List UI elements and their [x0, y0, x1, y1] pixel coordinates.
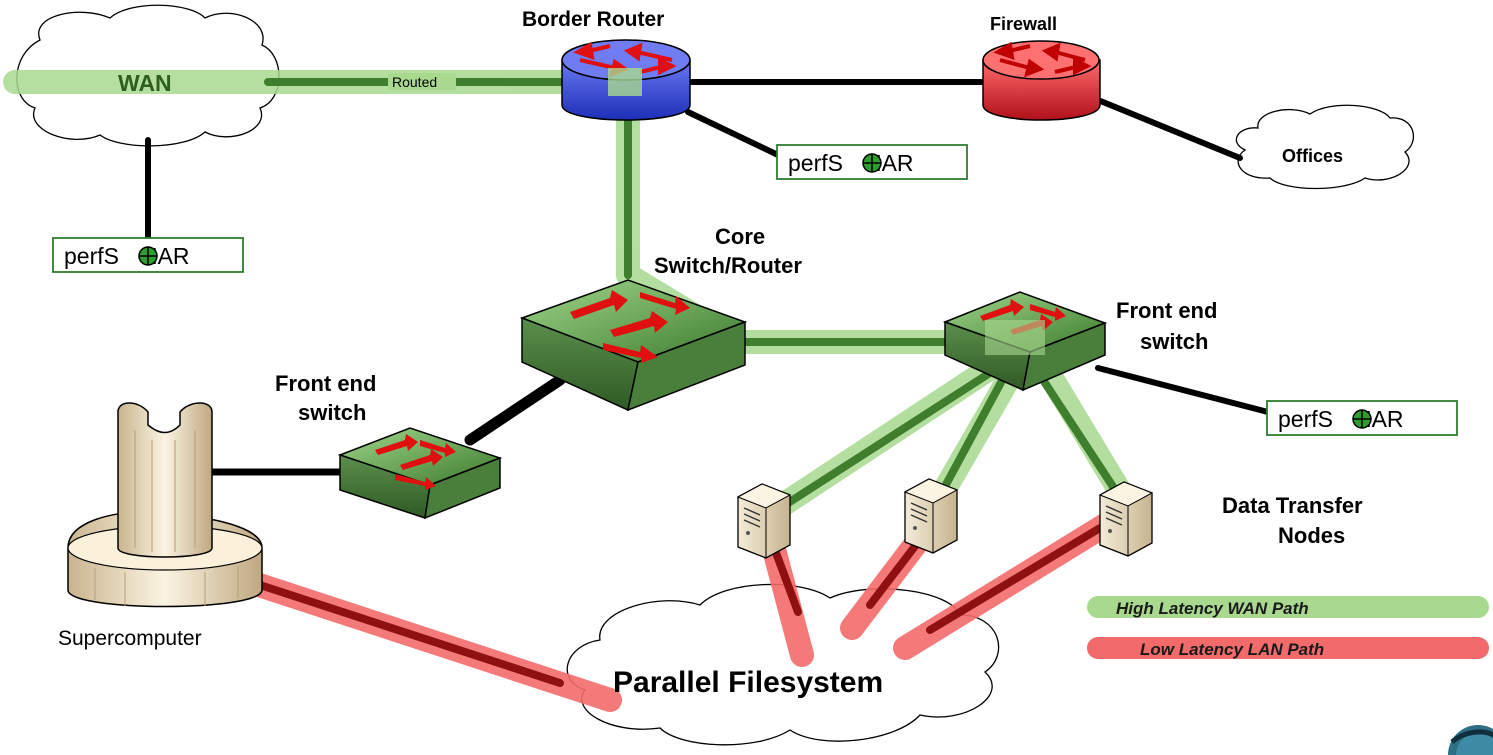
parallel-filesystem-label: Parallel Filesystem	[613, 666, 883, 699]
partial-logo	[1448, 725, 1493, 755]
dtn-server-2	[903, 478, 959, 554]
front-end-right-label-line2: switch	[1140, 329, 1208, 354]
front-end-switch-right	[942, 291, 1108, 392]
border-router	[561, 39, 691, 121]
front-end-left-label-line1: Front end	[275, 371, 376, 396]
perfsonar-crosshair-icon	[1352, 409, 1372, 429]
dtn-server-3	[1098, 481, 1154, 557]
router-arrows-icon	[573, 41, 677, 78]
parallel-filesystem-cloud	[566, 583, 1000, 746]
legend-lan-path: Low Latency LAN Path	[1087, 637, 1489, 659]
svg-text:High Latency WAN Path: High Latency WAN Path	[1116, 599, 1309, 618]
wan-label: WAN	[118, 70, 172, 96]
black-links	[145, 79, 1271, 476]
switch-arrows-icon	[570, 290, 690, 363]
dtn-server-1	[736, 483, 792, 559]
switch-arrows-icon	[375, 434, 456, 490]
firewall-arrows-icon	[993, 41, 1092, 78]
routed-label: Routed	[392, 74, 437, 90]
border-router-label: Border Router	[522, 8, 664, 31]
firewall-label: Firewall	[990, 14, 1057, 34]
legend: High Latency WAN Path Low Latency LAN Pa…	[1087, 596, 1489, 659]
legend-wan-path: High Latency WAN Path	[1087, 596, 1489, 618]
supercomputer	[67, 402, 263, 608]
dtn-label-line2: Nodes	[1278, 523, 1345, 548]
core-switch-router	[519, 279, 748, 412]
perfsonar-crosshair-icon	[862, 153, 882, 173]
core-switch-label-line2: Switch/Router	[654, 253, 802, 278]
routed-label-bg	[388, 73, 456, 90]
front-end-right-label-line1: Front end	[1116, 298, 1217, 323]
svg-text:Low Latency LAN Path: Low Latency LAN Path	[1140, 640, 1324, 659]
front-end-switch-left	[337, 427, 503, 520]
offices-label: Offices	[1282, 146, 1343, 166]
firewall	[982, 40, 1101, 121]
supercomputer-label: Supercomputer	[58, 627, 202, 650]
perfsonar-crosshair-icon	[138, 246, 158, 266]
front-end-left-label-line2: switch	[298, 400, 366, 425]
dtn-label-line1: Data Transfer	[1222, 493, 1363, 518]
core-switch-label-line1: Core	[715, 224, 765, 249]
